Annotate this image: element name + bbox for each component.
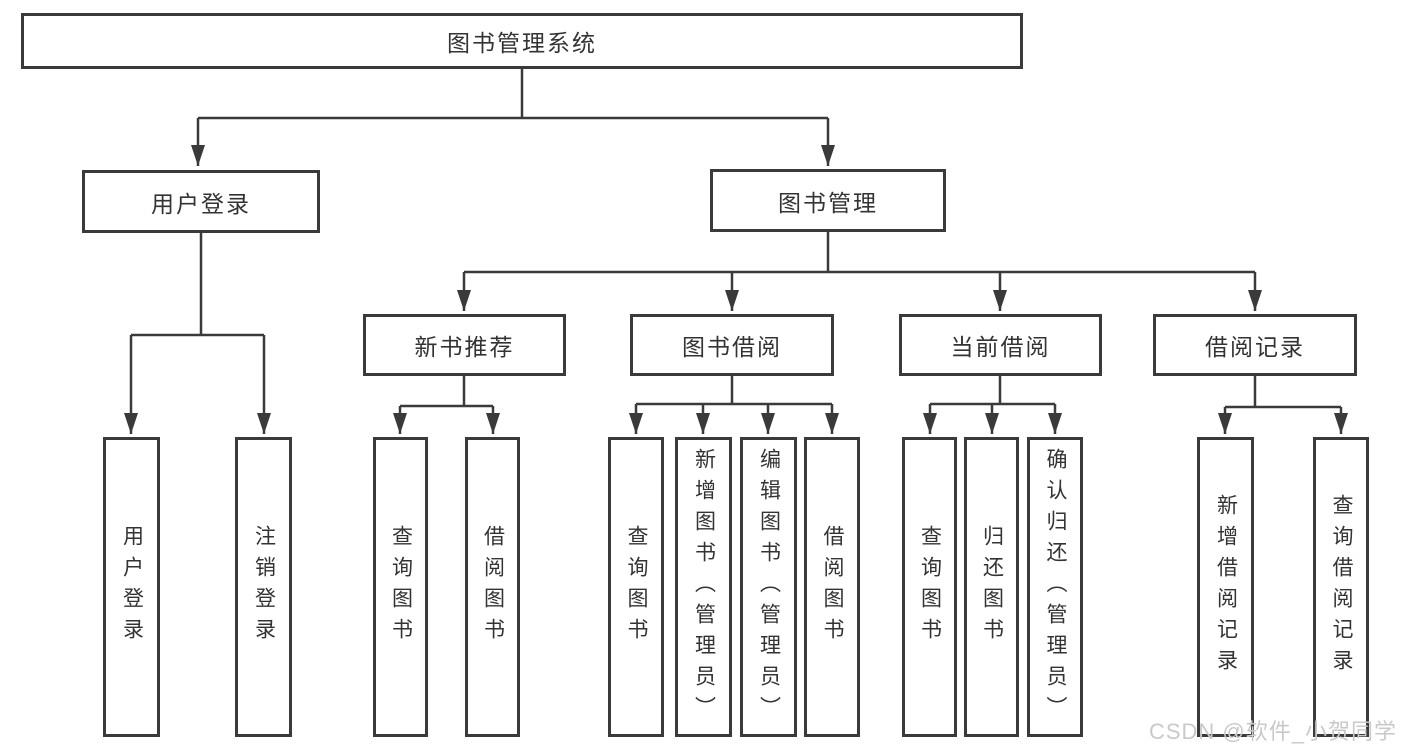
node-book-management: 图书管理 [710, 169, 946, 232]
node-label: 新增图书（管理员） [692, 447, 716, 727]
leaf-query-borrow-record: 查询借阅记录 [1313, 437, 1369, 737]
node-label: 归还图书 [980, 525, 1004, 649]
node-label: 用户登录 [151, 190, 251, 217]
node-book-borrowing: 图书借阅 [630, 314, 834, 376]
node-label: 借阅记录 [1205, 334, 1305, 360]
node-label: 新增借阅记录 [1214, 494, 1238, 680]
node-current-borrowing: 当前借阅 [899, 314, 1102, 376]
node-label: 当前借阅 [950, 334, 1051, 360]
node-user-login: 用户登录 [82, 170, 320, 233]
node-label: 图书管理系统 [447, 30, 597, 56]
node-label: 借阅图书 [821, 525, 844, 649]
leaf-borrow-books-recommend: 借阅图书 [465, 437, 520, 737]
csdn-watermark: CSDN @软件_小贺同学 [1148, 719, 1397, 744]
node-label: 确认归还（管理员） [1044, 447, 1067, 727]
leaf-return-book: 归还图书 [964, 437, 1019, 737]
node-label: 查询借阅记录 [1330, 494, 1353, 680]
node-label: 图书管理 [778, 189, 878, 216]
node-label: 借阅图书 [481, 525, 505, 649]
node-label: 查询图书 [389, 525, 413, 649]
leaf-query-books-borrowing: 查询图书 [608, 437, 664, 737]
node-label: 编辑图书（管理员） [757, 447, 781, 727]
node-borrowing-records: 借阅记录 [1153, 314, 1357, 376]
leaf-query-books-current: 查询图书 [902, 437, 957, 737]
leaf-add-book-admin: 新增图书（管理员） [675, 437, 732, 737]
leaf-borrow-books: 借阅图书 [804, 437, 860, 737]
node-label: 图书借阅 [682, 334, 782, 360]
leaf-user-login: 用户登录 [103, 437, 160, 737]
leaf-add-borrow-record: 新增借阅记录 [1197, 437, 1254, 737]
leaf-query-books-recommend: 查询图书 [373, 437, 428, 737]
node-label: 新书推荐 [414, 334, 515, 360]
leaf-logout: 注销登录 [235, 437, 292, 737]
node-label: 注销登录 [252, 525, 276, 649]
node-new-book-recommend: 新书推荐 [363, 314, 566, 376]
node-label: 查询图书 [625, 525, 648, 649]
leaf-confirm-return-admin: 确认归还（管理员） [1027, 437, 1083, 737]
node-book-management-system: 图书管理系统 [21, 13, 1023, 69]
node-label: 查询图书 [918, 525, 942, 649]
leaf-edit-book-admin: 编辑图书（管理员） [740, 437, 797, 737]
node-label: 用户登录 [120, 525, 144, 649]
